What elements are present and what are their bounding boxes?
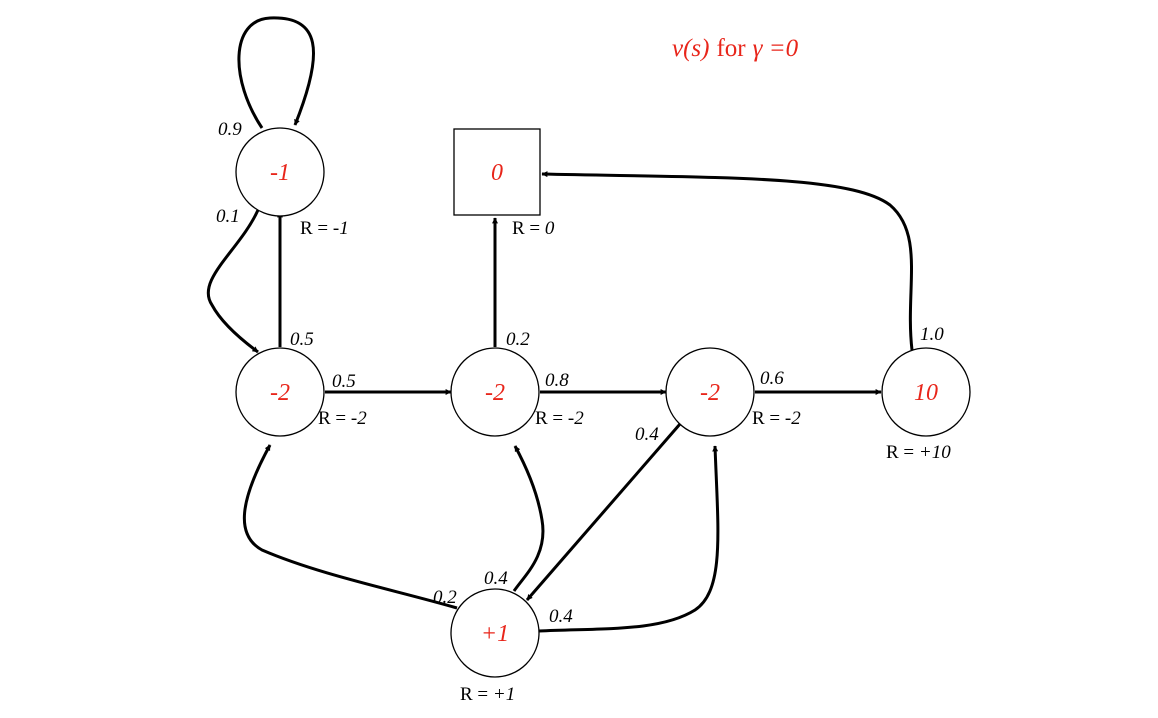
edge-facebook-to-class1: [206, 209, 260, 354]
edge-facebook-self: [237, 16, 316, 129]
edge-pub-to-class2: [512, 445, 545, 592]
prob-facebook-self: 0.9: [218, 119, 242, 140]
reward-class2-value: -2: [568, 408, 584, 429]
reward-pub: R = +1: [460, 684, 515, 705]
state-sleep: 0: [453, 128, 541, 216]
reward-class1: R = -2: [318, 408, 367, 429]
state-class2-circle: [450, 347, 540, 437]
reward-sleep-prefix: R =: [512, 218, 545, 239]
state-class3: -2: [665, 347, 755, 437]
state-sleep-value: 0: [491, 160, 503, 186]
state-class1: -2: [235, 347, 325, 437]
edge-class3-to-pub: [525, 423, 682, 601]
state-pub: +1: [450, 588, 540, 678]
reward-class2-prefix: R =: [535, 408, 568, 429]
reward-facebook-value: -1: [333, 218, 349, 239]
prob-pub-to-class1: 0.2: [433, 587, 457, 608]
prob-facebook-to-class1: 0.1: [216, 206, 240, 227]
title-v-part: v(s): [672, 35, 709, 62]
state-pub-value: +1: [481, 621, 509, 647]
prob-class2-to-sleep: 0.2: [506, 329, 530, 350]
title-for-word: for: [716, 35, 746, 62]
reward-pub-prefix: R =: [460, 684, 493, 705]
reward-class3: R = -2: [752, 408, 801, 429]
edge-pub-to-class3: [538, 445, 720, 633]
reward-class2: R = -2: [535, 408, 584, 429]
reward-class3-prefix: R =: [752, 408, 785, 429]
reward-pass: R = +10: [886, 442, 951, 463]
reward-sleep-value: 0: [545, 218, 555, 239]
reward-class3-value: -2: [785, 408, 801, 429]
state-class1-circle: [235, 347, 325, 437]
prob-class3-to-pub: 0.4: [635, 424, 659, 445]
state-class2-value: -2: [485, 380, 505, 406]
reward-sleep: R = 0: [512, 218, 555, 239]
state-pass: 10: [881, 347, 971, 437]
state-class3-circle: [665, 347, 755, 437]
title-gamma-part: γ =0: [753, 35, 799, 62]
prob-class1-to-facebook: 0.5: [290, 329, 314, 350]
reward-pass-value: +10: [919, 442, 951, 463]
reward-class1-value: -2: [351, 408, 367, 429]
state-sleep-square: [453, 128, 541, 216]
reward-pub-value: +1: [493, 684, 515, 705]
reward-pass-prefix: R =: [886, 442, 919, 463]
reward-facebook-prefix: R =: [300, 218, 333, 239]
prob-class2-to-class3: 0.8: [545, 370, 569, 391]
state-pass-value: 10: [914, 380, 938, 406]
state-pass-circle: [881, 347, 971, 437]
edge-pass-to-sleep: [541, 171, 914, 351]
state-class1-value: -2: [270, 380, 290, 406]
state-class3-value: -2: [700, 380, 720, 406]
state-pub-circle: [450, 588, 540, 678]
diagram-title: v(s) for γ =0: [672, 35, 799, 62]
state-facebook-circle: [235, 127, 325, 217]
reward-class1-prefix: R =: [318, 408, 351, 429]
reward-facebook: R = -1: [300, 218, 349, 239]
prob-pub-to-class3: 0.4: [549, 606, 573, 627]
prob-class3-to-pass: 0.6: [760, 368, 784, 389]
state-class2: -2: [450, 347, 540, 437]
state-facebook: -1: [235, 127, 325, 217]
edge-pub-to-class1: [242, 444, 458, 610]
prob-class1-to-class2: 0.5: [332, 371, 356, 392]
prob-pub-to-class2: 0.4: [484, 568, 508, 589]
state-facebook-value: -1: [270, 160, 290, 186]
prob-pass-to-sleep: 1.0: [920, 324, 944, 345]
